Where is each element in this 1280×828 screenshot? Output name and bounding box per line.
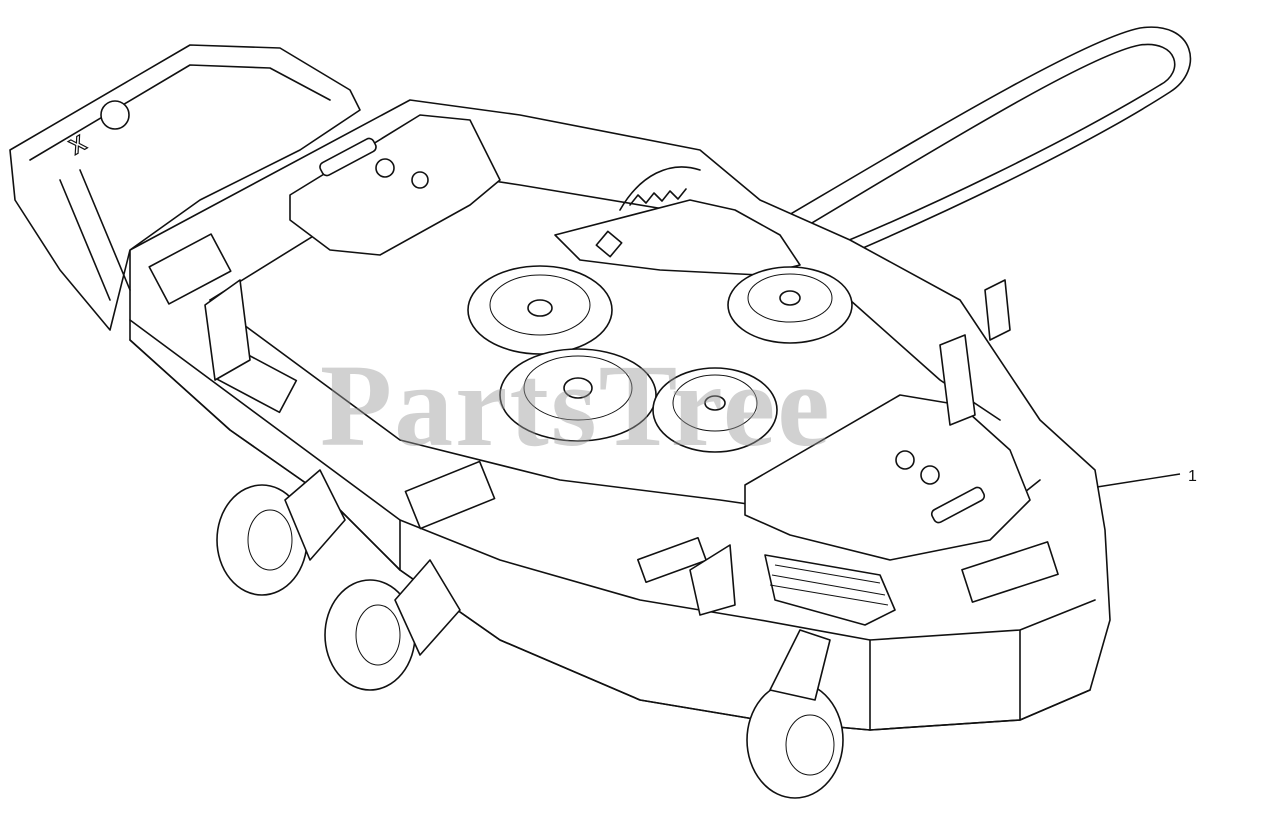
left-spindle-cover xyxy=(289,114,501,256)
callout-leader-line xyxy=(1096,473,1181,488)
logo-badge-icon xyxy=(100,100,130,130)
callout-label: 1 xyxy=(1188,468,1197,485)
discharge-cover: X xyxy=(9,44,361,331)
pulley-center xyxy=(652,367,778,453)
drive-belt xyxy=(759,26,1192,263)
pulley-rear-left xyxy=(467,265,613,355)
pulley-right xyxy=(727,266,853,344)
gauge-wheel-rear xyxy=(216,469,346,596)
gauge-wheel-middle xyxy=(324,559,461,691)
right-spindle-cover xyxy=(744,394,1031,561)
hanger-brackets xyxy=(204,279,1011,616)
callout-1: 1 xyxy=(1096,468,1197,488)
vent-grille xyxy=(764,554,896,626)
watermark-text: PartsTree xyxy=(320,340,832,471)
gauge-wheel-front xyxy=(746,629,844,799)
pulley-front-left xyxy=(499,348,657,442)
idler-arm-assembly xyxy=(554,166,801,276)
